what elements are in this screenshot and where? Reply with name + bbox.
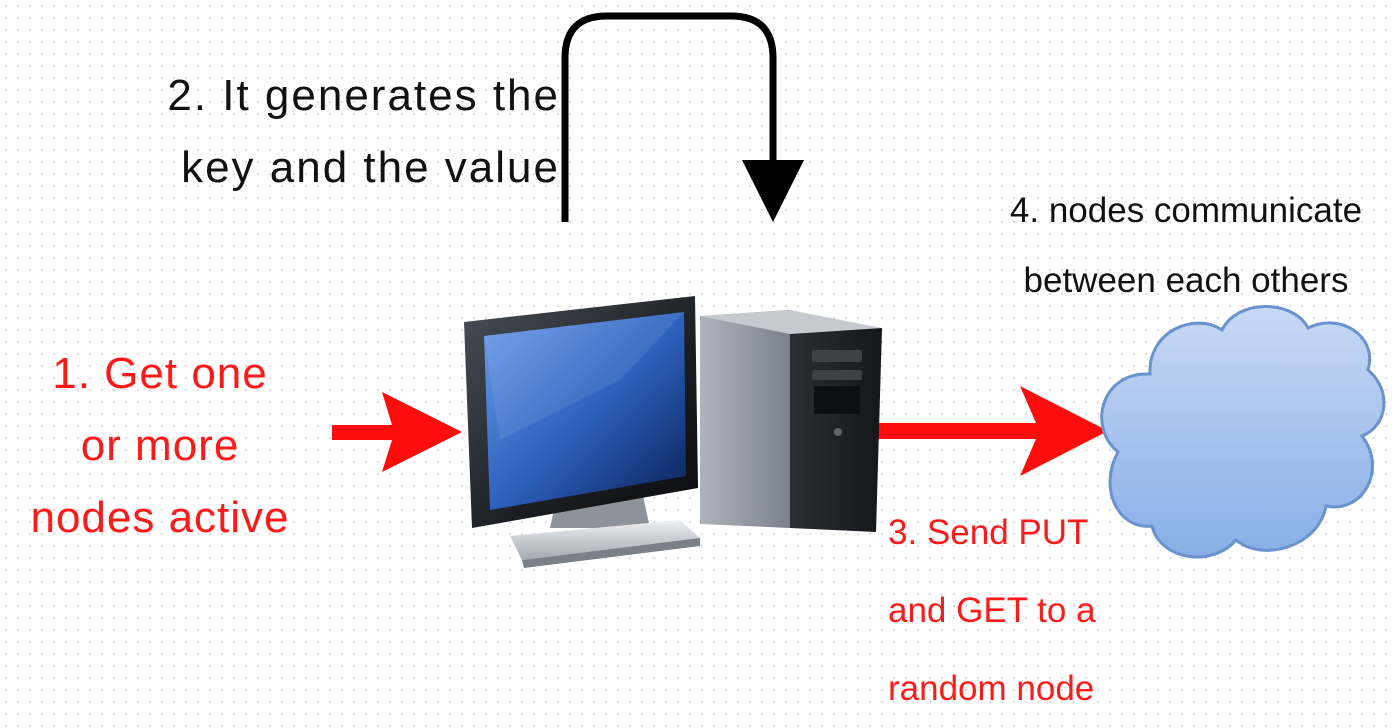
- step2-line-1: 2. It generates the: [167, 71, 560, 120]
- step4-label: 4. nodes communicate between each others: [980, 176, 1392, 316]
- desktop-computer-icon: [464, 296, 882, 568]
- loop-arrow: [561, 12, 804, 222]
- output-arrow: [876, 386, 1108, 476]
- input-arrow: [332, 392, 462, 472]
- step3-line-1: 3. Send PUT: [888, 513, 1089, 552]
- cloud-network-icon: [1100, 305, 1386, 559]
- step3-line-3: random node: [888, 669, 1095, 708]
- step1-label: 1. Get one or more nodes active: [10, 338, 310, 554]
- step2-label: 2. It generates the key and the value: [90, 60, 560, 204]
- step2-line-2: key and the value: [181, 143, 560, 192]
- step1-line-2: or more: [80, 421, 240, 470]
- step1-line-1: 1. Get one: [52, 349, 268, 398]
- step1-line-3: nodes active: [30, 493, 290, 542]
- step3-line-2: and GET to a: [888, 591, 1096, 630]
- step4-line-2: between each others: [1023, 261, 1349, 300]
- step3-label: 3. Send PUT and GET to a random node: [888, 494, 1096, 728]
- step4-line-1: 4. nodes communicate: [1009, 191, 1363, 230]
